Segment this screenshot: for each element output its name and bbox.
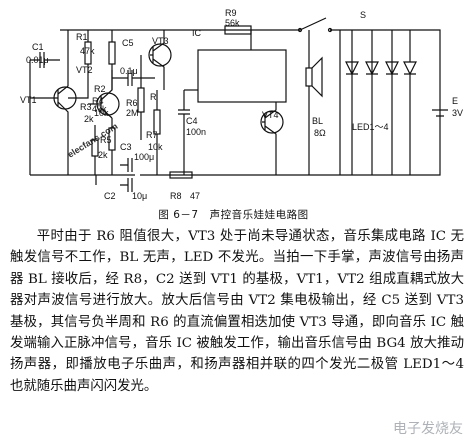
svg-text:100μ: 100μ (134, 152, 154, 162)
svg-text:100n: 100n (186, 127, 206, 137)
svg-text:2k: 2k (84, 114, 94, 124)
svg-text:10k: 10k (148, 142, 163, 152)
svg-text:R: R (150, 92, 157, 102)
svg-text:R5: R5 (100, 135, 112, 145)
circuit-diagram: C1 0.01μ VT1 R1 47k VT2 R2 10k R3 2k R4 … (20, 8, 463, 201)
svg-text:2M: 2M (126, 108, 139, 118)
svg-text:VT1: VT1 (20, 95, 37, 105)
svg-text:IC: IC (192, 28, 202, 38)
paragraph: 平时由于 R6 阻值很大，VT3 处于尚未导通状态，音乐集成电路 IC 无触发信… (10, 229, 464, 394)
svg-text:47k: 47k (92, 104, 107, 114)
svg-text:VT4: VT4 (262, 110, 279, 120)
svg-text:0.1μ: 0.1μ (120, 66, 138, 76)
svg-text:R1: R1 (76, 32, 88, 42)
svg-text:R4: R4 (92, 96, 104, 106)
svg-text:S: S (360, 10, 366, 20)
svg-text:0.01μ: 0.01μ (26, 55, 49, 65)
svg-text:2k: 2k (98, 150, 108, 160)
svg-text:56k: 56k (225, 18, 240, 28)
svg-text:10k: 10k (94, 108, 109, 118)
svg-text:VT3: VT3 (152, 36, 169, 46)
svg-text:47k: 47k (80, 46, 95, 56)
svg-text:BL: BL (312, 116, 323, 126)
svg-text:R3: R3 (80, 102, 92, 112)
figure-caption: 图 6－7 声控音乐娃娃电路图 (158, 209, 309, 221)
svg-text:R6: R6 (126, 98, 138, 108)
svg-text:R9: R9 (225, 8, 237, 18)
svg-text:47: 47 (190, 191, 200, 201)
svg-text:R8: R8 (170, 191, 182, 201)
article-body: 平时由于 R6 阻值很大，VT3 处于尚未导通状态，音乐集成电路 IC 无触发信… (10, 226, 464, 397)
svg-text:8Ω: 8Ω (314, 128, 326, 138)
component-labels: C1 0.01μ VT1 R1 47k VT2 R2 10k R3 2k R4 … (20, 8, 463, 201)
svg-text:C4: C4 (186, 116, 198, 126)
svg-text:3V: 3V (452, 108, 463, 118)
svg-text:C2: C2 (104, 191, 116, 201)
svg-text:LED1～4: LED1～4 (352, 122, 389, 132)
svg-text:E: E (452, 96, 458, 106)
svg-text:VT2: VT2 (76, 65, 93, 75)
site-watermark: 电子发烧友 (393, 421, 463, 437)
svg-text:10μ: 10μ (132, 191, 147, 201)
wiring (29, 17, 448, 192)
svg-text:C1: C1 (32, 42, 44, 52)
svg-text:R7: R7 (146, 130, 158, 140)
svg-text:C5: C5 (122, 38, 134, 48)
svg-text:C3: C3 (120, 142, 132, 152)
svg-text:R2: R2 (94, 84, 106, 94)
